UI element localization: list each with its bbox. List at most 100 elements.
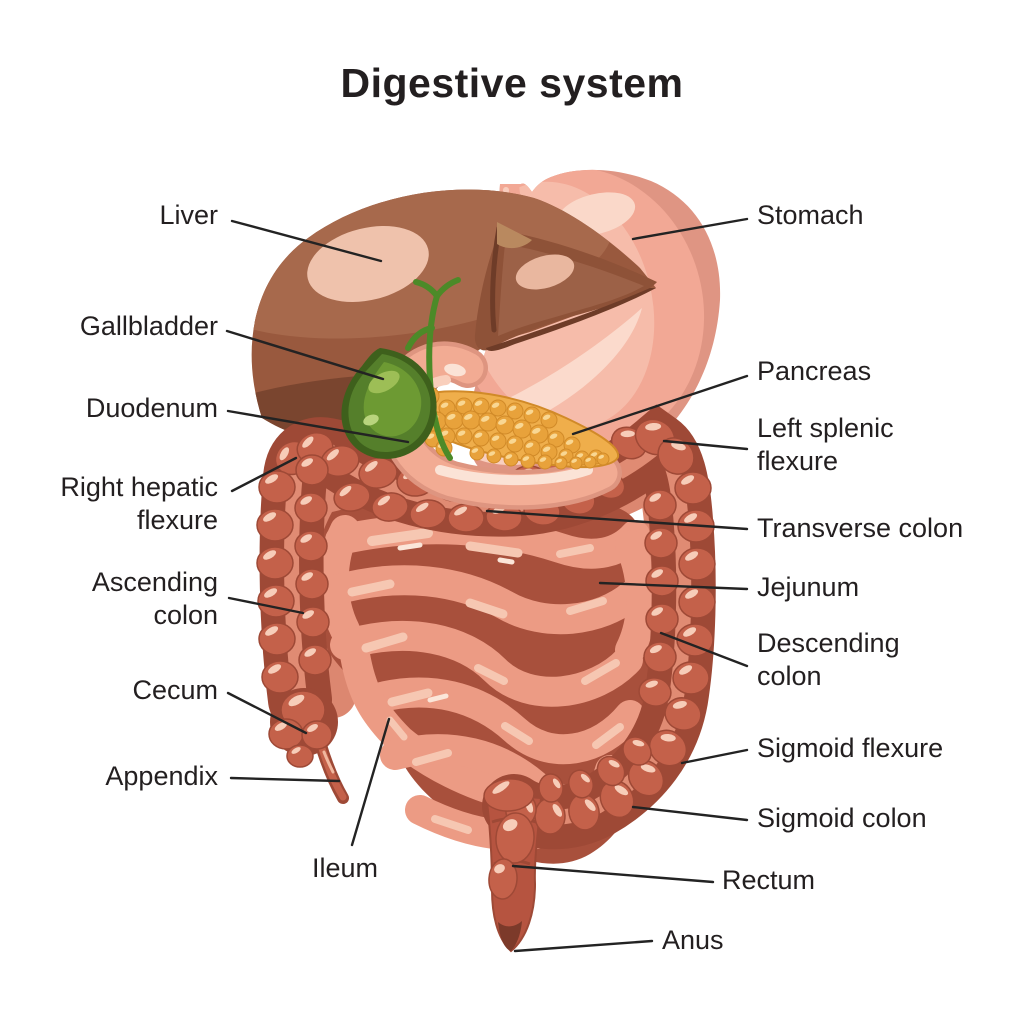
- colon-bump: [261, 660, 299, 694]
- coil-highlight: [474, 664, 508, 685]
- coil-highlight: [347, 579, 395, 597]
- leader-appendix: [229, 776, 341, 783]
- pancreas-lobule: [537, 454, 553, 470]
- colon-bump: [672, 661, 710, 695]
- label-sigmoid-flexure: Sigmoid flexure: [757, 733, 944, 763]
- coil-highlight: [501, 722, 533, 745]
- colon-bump: [483, 778, 535, 812]
- label-left-splenic-flexure: Left splenic flexure: [757, 413, 894, 476]
- coil-highlight: [581, 659, 620, 685]
- pancreas-lobule: [455, 427, 473, 445]
- leader-jejunum: [598, 581, 749, 591]
- colon-bump: [258, 470, 296, 504]
- coil-highlight: [367, 528, 433, 546]
- label-transverse-colon: Transverse colon: [757, 513, 964, 543]
- leader-gallbladder: [225, 329, 385, 381]
- colon-bump: [676, 623, 714, 657]
- label-stomach: Stomach: [757, 200, 864, 230]
- colon-bump: [622, 736, 652, 766]
- pancreas-lobule: [506, 402, 524, 420]
- pancreas-lobule: [569, 456, 583, 470]
- coil-highlight: [361, 632, 408, 653]
- leader-transverse-colon: [485, 509, 749, 531]
- label-right-hepatic-flexure: Right hepatic flexure: [60, 472, 218, 535]
- pancreas-lobule: [520, 453, 536, 469]
- coil-highlight: [592, 723, 624, 749]
- pancreas-lobule: [596, 452, 610, 466]
- appendix-shape: [314, 736, 349, 804]
- pancreas-lobule: [472, 397, 490, 415]
- coil-highlight: [386, 716, 408, 741]
- coil-highlight: [556, 544, 594, 558]
- colon-bump: [256, 508, 294, 542]
- leader-right-hepatic-flexure: [230, 456, 298, 493]
- gallbladder-shape: [341, 348, 437, 459]
- colon-bump: [678, 585, 716, 619]
- colon-bump: [258, 622, 296, 656]
- colon-bump: [596, 755, 626, 787]
- colon-bump: [678, 547, 716, 581]
- colon-bump: [295, 568, 329, 600]
- coil-highlight: [566, 597, 607, 615]
- colon-bump: [294, 492, 328, 524]
- label-liver: Liver: [159, 200, 218, 230]
- colon-bump: [488, 858, 518, 900]
- leader-cecum: [226, 691, 308, 735]
- pancreas-lobule: [472, 429, 490, 447]
- leader-sigmoid-colon: [631, 805, 749, 822]
- colon-bump: [358, 457, 398, 489]
- colon-bump: [296, 606, 330, 638]
- colon-bump: [333, 482, 371, 512]
- coil-highlight: [431, 815, 472, 834]
- label-duodenum: Duodenum: [85, 393, 218, 423]
- pancreas-lobule: [554, 456, 568, 470]
- colon-bump: [648, 729, 688, 767]
- colon-bump: [645, 603, 679, 635]
- colon-bump: [495, 812, 535, 864]
- pancreas-lobule: [495, 415, 515, 435]
- coil-highlight: [412, 749, 452, 766]
- colon-bump: [674, 471, 712, 505]
- colon-bump: [645, 565, 679, 597]
- pancreas-lobule: [523, 406, 541, 424]
- leader-lines: [225, 217, 749, 953]
- pancreas-lobule: [506, 435, 524, 453]
- leader-ascending-colon: [227, 596, 305, 615]
- pancreas-lobule: [444, 410, 464, 430]
- colon-bump: [286, 744, 314, 768]
- colon-bump: [644, 527, 678, 559]
- leader-pancreas: [571, 374, 749, 436]
- pancreas-lobule: [540, 411, 558, 429]
- coil-highlight: [465, 541, 523, 558]
- colon-bump: [371, 492, 409, 522]
- leader-anus: [513, 939, 654, 953]
- label-sigmoid-colon: Sigmoid colon: [757, 803, 927, 833]
- pancreas-lobule: [489, 432, 507, 450]
- pancreas-lobule: [486, 448, 502, 464]
- colon-bump: [568, 769, 594, 799]
- colon-bump: [638, 677, 672, 707]
- pancreas-lobule: [478, 412, 498, 432]
- pancreas-lobule: [523, 439, 541, 457]
- coil-highlight: [387, 688, 433, 707]
- colon-bump: [301, 720, 333, 750]
- leader-duodenum: [226, 409, 410, 444]
- label-pancreas: Pancreas: [757, 356, 872, 386]
- coil-highlight: [427, 693, 449, 703]
- leader-stomach: [631, 217, 749, 241]
- colon-bump: [538, 773, 564, 803]
- colon-bump: [643, 489, 677, 521]
- label-ascending-colon: Ascending colon: [91, 567, 218, 630]
- colon-bump: [298, 644, 332, 676]
- colon-bump: [409, 499, 447, 529]
- leader-liver: [230, 219, 383, 263]
- colon-bump: [294, 530, 328, 562]
- pancreas-lobule: [489, 399, 507, 417]
- label-appendix: Appendix: [105, 761, 218, 791]
- label-anus: Anus: [662, 925, 724, 955]
- label-gallbladder: Gallbladder: [79, 311, 218, 341]
- pancreas-lobule: [503, 451, 519, 467]
- colon-bump: [568, 793, 600, 831]
